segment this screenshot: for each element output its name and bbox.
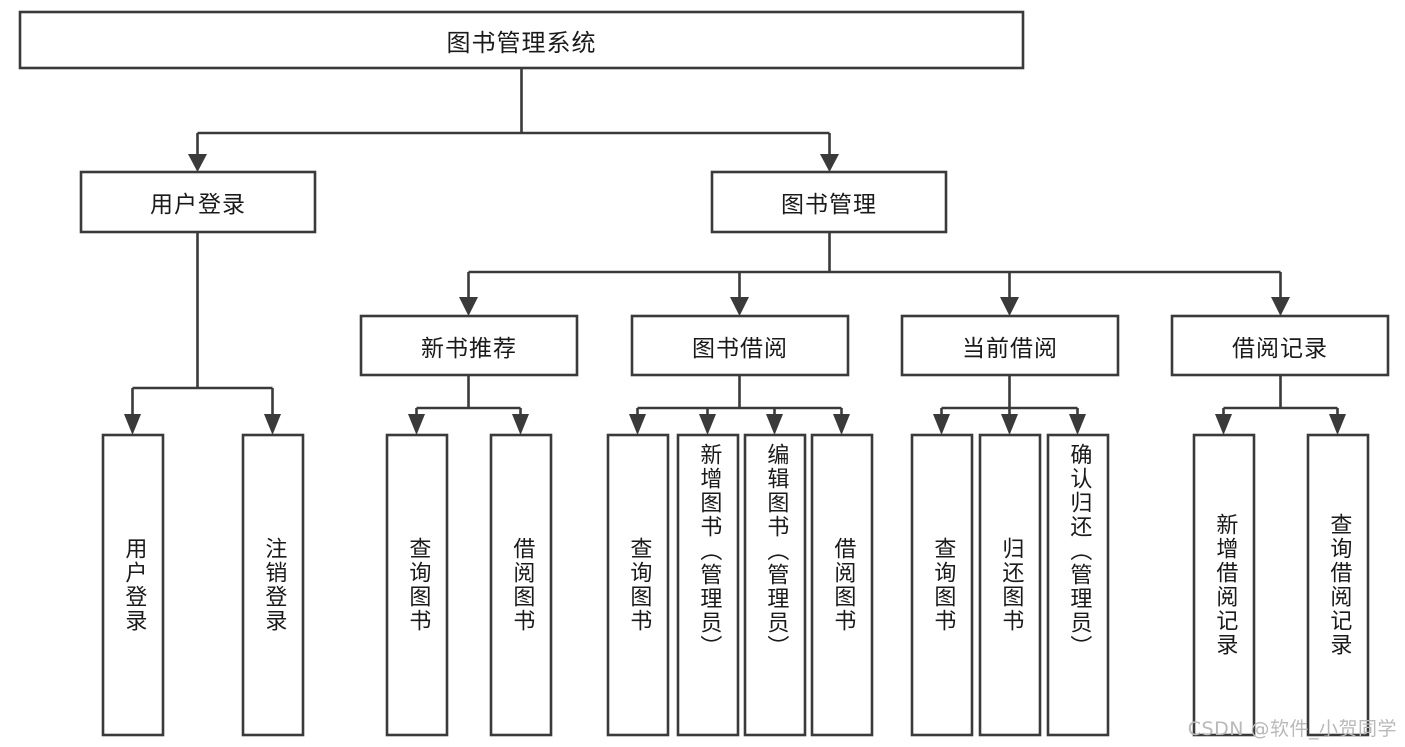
node-box-leaf-borrow-book-1[interactable] bbox=[489, 433, 553, 737]
arrow-head-leaf-add-book bbox=[699, 414, 716, 435]
arrow-head-current-borrow bbox=[1000, 297, 1019, 316]
node-box-new-book-recommend[interactable] bbox=[359, 314, 579, 377]
arrow-head-user-login bbox=[188, 154, 207, 172]
arrow-head-leaf-edit-book bbox=[766, 414, 783, 435]
node-box-root[interactable] bbox=[18, 10, 1025, 70]
arrow-head-leaf-return-book bbox=[1001, 414, 1018, 435]
node-box-current-borrow[interactable] bbox=[900, 314, 1120, 377]
connectors-userlogin-to-leaves bbox=[124, 232, 281, 435]
node-box-leaf-logout[interactable] bbox=[241, 433, 305, 737]
node-box-leaf-borrow-book-2[interactable] bbox=[810, 433, 874, 737]
arrow-head-leaf-user-login bbox=[124, 414, 141, 435]
connectors-borrowrecord-to-leaves bbox=[1215, 375, 1346, 435]
node-box-leaf-edit-book[interactable] bbox=[743, 433, 807, 737]
arrow-head-leaf-logout bbox=[264, 414, 281, 435]
connectors-root-to-level1 bbox=[188, 68, 839, 172]
node-box-user-login[interactable] bbox=[79, 170, 317, 234]
node-box-leaf-query-book-3[interactable] bbox=[910, 433, 974, 737]
arrow-head-leaf-borrow-book-1 bbox=[512, 414, 529, 435]
node-box-leaf-query-record[interactable] bbox=[1306, 433, 1370, 737]
arrow-head-leaf-query-book-1 bbox=[408, 414, 425, 435]
arrow-head-leaf-query-book-2 bbox=[629, 414, 646, 435]
node-box-leaf-add-book[interactable] bbox=[676, 433, 740, 737]
connectors-newbook-to-leaves bbox=[408, 375, 529, 435]
node-box-leaf-query-book-1[interactable] bbox=[385, 433, 449, 737]
arrow-head-leaf-add-record bbox=[1215, 414, 1232, 435]
arrow-head-leaf-query-record bbox=[1329, 414, 1346, 435]
connectors-bookmanage-to-level2 bbox=[459, 232, 1290, 316]
arrow-head-leaf-confirm-return bbox=[1069, 414, 1086, 435]
arrow-head-borrow-record bbox=[1271, 297, 1290, 316]
connectors-currentborrow-to-leaves bbox=[933, 375, 1086, 435]
node-box-book-manage[interactable] bbox=[710, 170, 948, 234]
connectors-bookborrow-to-leaves bbox=[629, 375, 850, 435]
node-box-borrow-record[interactable] bbox=[1170, 314, 1390, 377]
node-box-leaf-return-book[interactable] bbox=[978, 433, 1042, 737]
arrow-head-new-book bbox=[459, 297, 478, 316]
arrow-head-book-manage bbox=[820, 154, 839, 172]
node-box-book-borrow[interactable] bbox=[630, 314, 850, 377]
node-box-leaf-add-record[interactable] bbox=[1192, 433, 1256, 737]
arrow-head-leaf-borrow-book-2 bbox=[833, 414, 850, 435]
arrow-head-book-borrow bbox=[730, 297, 749, 316]
arrow-head-leaf-query-book-3 bbox=[933, 414, 950, 435]
node-box-leaf-confirm-return[interactable] bbox=[1046, 433, 1110, 737]
node-box-leaf-user-login[interactable] bbox=[101, 433, 165, 737]
node-box-leaf-query-book-2[interactable] bbox=[606, 433, 670, 737]
